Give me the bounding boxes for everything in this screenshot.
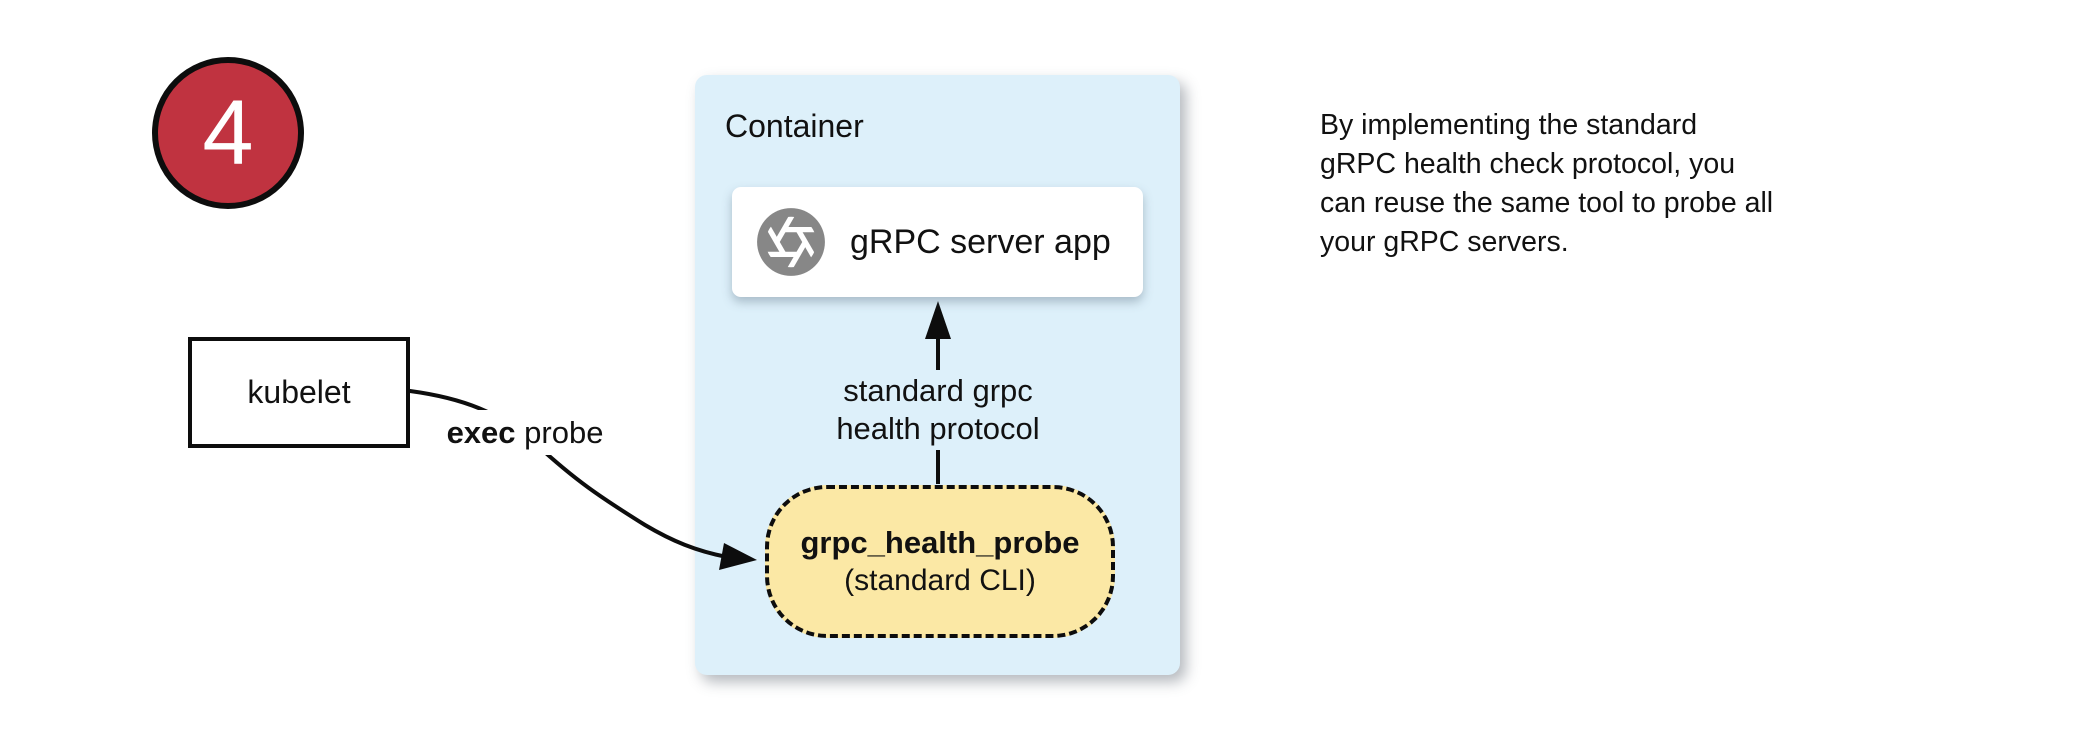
aperture-icon bbox=[757, 208, 825, 276]
step-number: 4 bbox=[202, 82, 254, 184]
note-line: gRPC health check protocol, you bbox=[1320, 148, 1736, 180]
container-title: Container bbox=[725, 108, 864, 144]
grpc-health-probe-pill: grpc_health_probe (standard CLI) bbox=[765, 485, 1115, 638]
grpc-server-card: gRPC server app bbox=[732, 187, 1143, 297]
exec-probe-label-bold: exec bbox=[446, 414, 516, 450]
note-line: can reuse the same tool to probe all bbox=[1320, 187, 1774, 219]
step-number-badge: 4 bbox=[152, 57, 304, 209]
kubelet-box: kubelet bbox=[188, 337, 410, 448]
protocol-label-line2: health protocol bbox=[836, 411, 1040, 446]
protocol-arrow-label: standard grpc health protocol bbox=[808, 370, 1068, 450]
exec-probe-label-rest: probe bbox=[515, 414, 604, 450]
note-line: By implementing the standard bbox=[1320, 109, 1698, 141]
probe-subtitle: (standard CLI) bbox=[844, 563, 1036, 597]
note-line: your gRPC servers. bbox=[1320, 226, 1569, 258]
kubelet-label: kubelet bbox=[247, 374, 351, 410]
grpc-server-label: gRPC server app bbox=[850, 222, 1111, 261]
probe-title: grpc_health_probe bbox=[800, 524, 1080, 560]
protocol-label-line1: standard grpc bbox=[843, 373, 1033, 408]
note-paragraph: By implementing the standard gRPC health… bbox=[1320, 106, 1840, 262]
exec-probe-label: exec probe bbox=[430, 410, 620, 455]
